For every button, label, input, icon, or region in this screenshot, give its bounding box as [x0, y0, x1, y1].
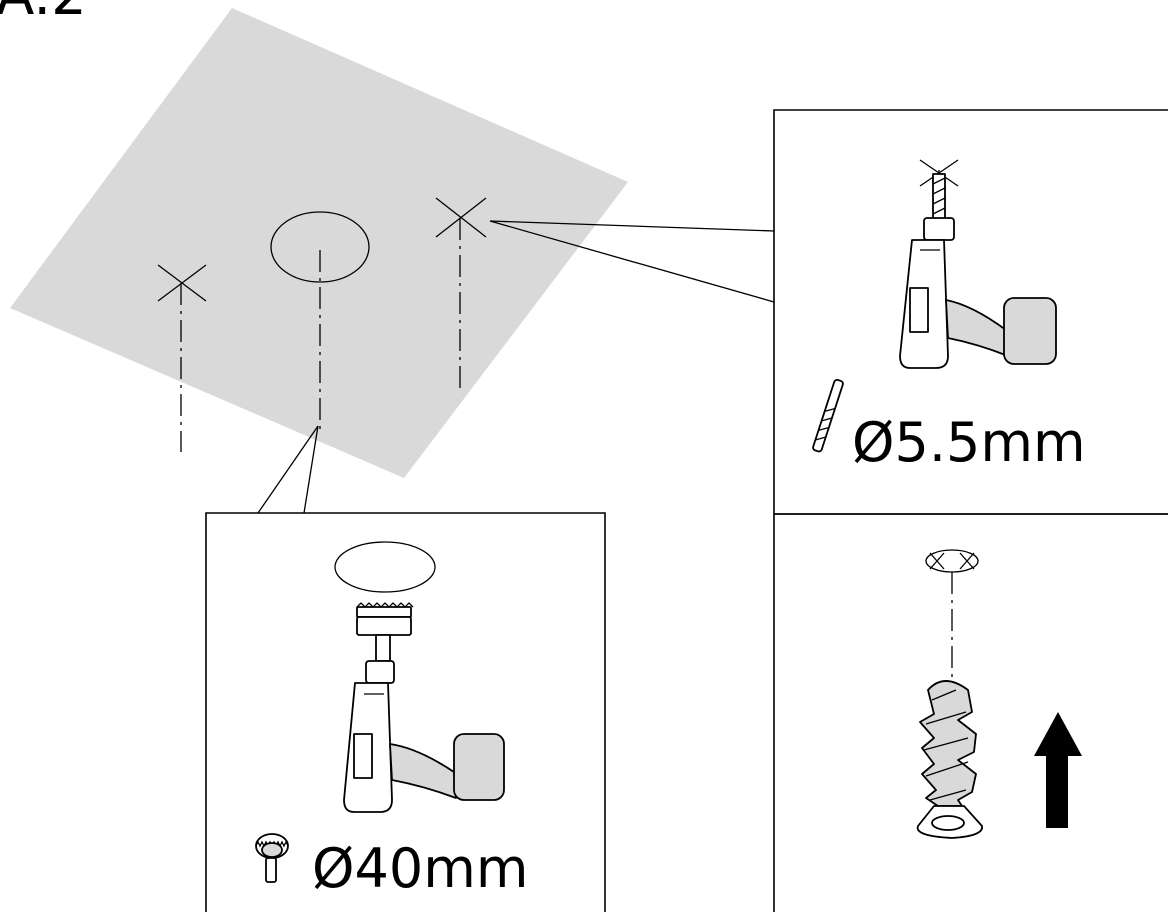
- cable-hole-mark: [270, 211, 370, 283]
- ceiling-surface: [10, 8, 628, 478]
- panel-hole-saw: [205, 512, 606, 912]
- drill-panel-content: Ø5.5mm: [812, 159, 1086, 474]
- power-drill-icon: [899, 239, 1057, 369]
- drill-bit-icon: [812, 378, 844, 453]
- hole-saw-icon: [255, 833, 289, 883]
- panel-anchor: [773, 513, 1168, 912]
- callout-pointer-hole-saw: [257, 425, 319, 514]
- arrow-up-icon: [1034, 712, 1082, 828]
- screw-mark-left: [157, 264, 207, 302]
- wall-anchor-icon: [916, 680, 983, 839]
- hole-saw-size-label: Ø40mm: [312, 837, 528, 900]
- anchor-hole-mark: [925, 549, 979, 573]
- anchor-panel-content: [916, 549, 1082, 839]
- drill-size-label: Ø5.5mm: [852, 411, 1086, 474]
- callout-pointer-drill: [489, 220, 775, 303]
- hole-outline: [334, 541, 436, 593]
- power-drill-icon: [343, 682, 505, 813]
- step-label: A.2: [0, 0, 87, 28]
- hole-saw-head: [356, 602, 414, 662]
- screw-mark-right: [435, 197, 487, 238]
- hole-saw-panel-content: Ø40mm: [255, 541, 528, 900]
